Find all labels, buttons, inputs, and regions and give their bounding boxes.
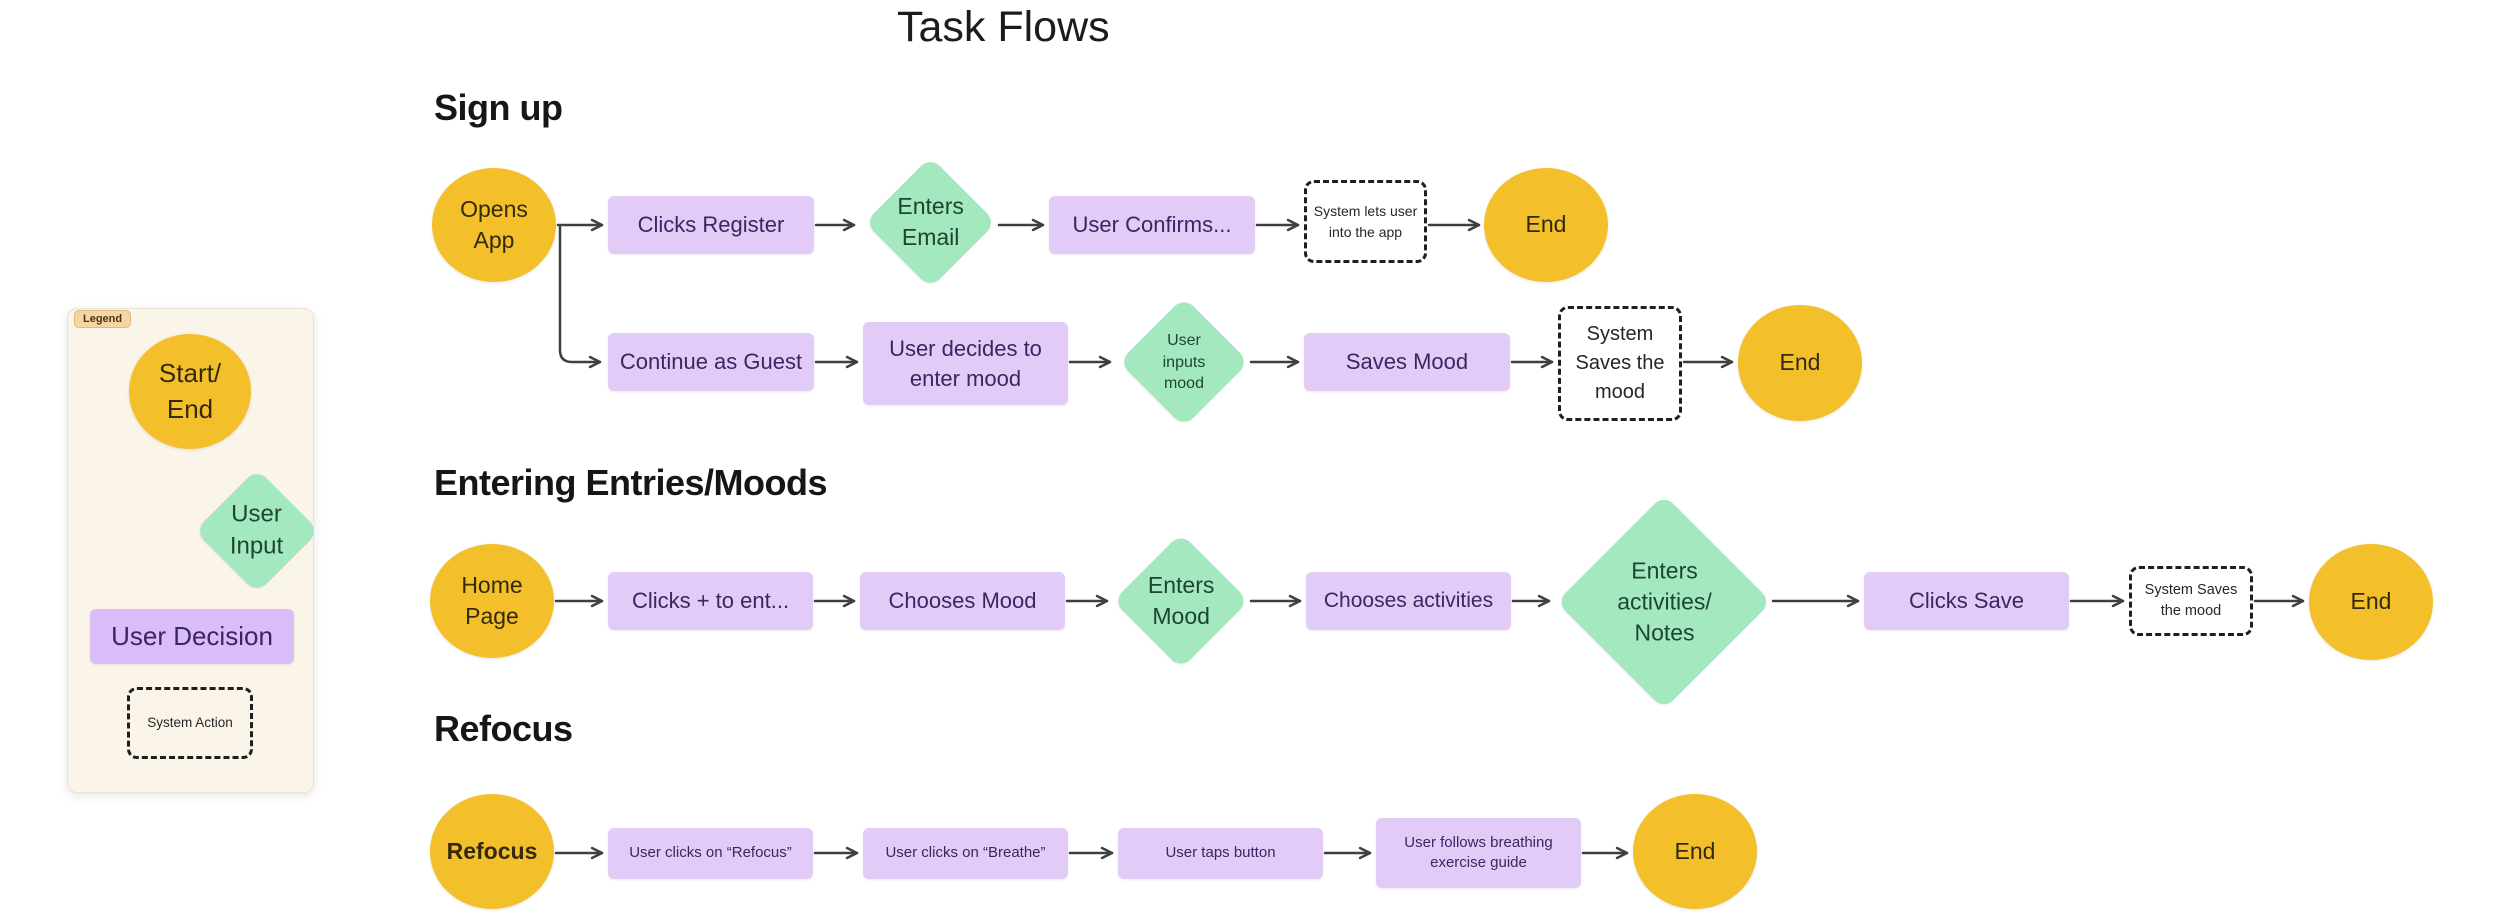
- node-end-entries[interactable]: End: [2309, 544, 2433, 660]
- node-system-saves-mood-signup[interactable]: System Saves the mood: [1558, 306, 1682, 421]
- legend-system-action-shape[interactable]: System Action: [127, 687, 253, 759]
- node-chooses-mood[interactable]: Chooses Mood: [860, 572, 1065, 630]
- node-user-clicks-breathe[interactable]: User clicks on “Breathe”: [863, 828, 1068, 879]
- node-user-inputs-mood-label: User inputs mood: [1162, 331, 1206, 392]
- node-home-page[interactable]: Home Page: [430, 544, 554, 658]
- legend-panel: Legend Start/ End User Input User Decisi…: [67, 308, 320, 793]
- node-opens-app[interactable]: Opens App: [432, 168, 556, 282]
- section-heading-signup: Sign up: [434, 87, 563, 128]
- legend-start-end-shape[interactable]: Start/ End: [129, 334, 251, 449]
- node-user-confirms[interactable]: User Confirms...: [1049, 196, 1255, 254]
- section-heading-refocus: Refocus: [434, 708, 573, 749]
- flow-arrow-branch: [558, 225, 602, 369]
- node-clicks-save[interactable]: Clicks Save: [1864, 572, 2069, 630]
- page-title: Task Flows: [897, 3, 1110, 51]
- node-system-lets-user[interactable]: System lets user into the app: [1304, 180, 1427, 263]
- node-refocus-start[interactable]: Refocus: [430, 794, 554, 909]
- node-continue-as-guest[interactable]: Continue as Guest: [608, 333, 814, 391]
- node-end-signup-bottom[interactable]: End: [1738, 305, 1862, 421]
- node-system-saves-mood-entries[interactable]: System Saves the mood: [2129, 566, 2253, 636]
- node-user-clicks-refocus[interactable]: User clicks on “Refocus”: [608, 828, 813, 879]
- node-user-decides[interactable]: User decides to enter mood: [863, 322, 1068, 405]
- node-user-follows-guide[interactable]: User follows breathing exercise guide: [1376, 818, 1581, 888]
- node-end-signup-top[interactable]: End: [1484, 168, 1608, 282]
- node-saves-mood[interactable]: Saves Mood: [1304, 333, 1510, 391]
- legend-user-input-shape[interactable]: User Input: [194, 468, 320, 594]
- node-clicks-plus[interactable]: Clicks + to ent...: [608, 572, 813, 630]
- node-chooses-activities[interactable]: Chooses activities: [1306, 572, 1511, 630]
- legend-user-decision-shape[interactable]: User Decision: [90, 609, 294, 664]
- node-end-refocus[interactable]: End: [1633, 794, 1757, 909]
- node-user-taps-button[interactable]: User taps button: [1118, 828, 1323, 879]
- legend-user-input-label: User Input: [230, 500, 284, 560]
- node-enters-email-label: Enters Email: [897, 193, 964, 251]
- section-heading-entries: Entering Entries/Moods: [434, 462, 828, 503]
- node-enters-mood-label: Enters Mood: [1147, 571, 1215, 629]
- node-enters-activities-notes-label: Enters activities/ Notes: [1616, 557, 1712, 646]
- legend-tag: Legend: [74, 310, 132, 328]
- node-clicks-register[interactable]: Clicks Register: [608, 196, 814, 254]
